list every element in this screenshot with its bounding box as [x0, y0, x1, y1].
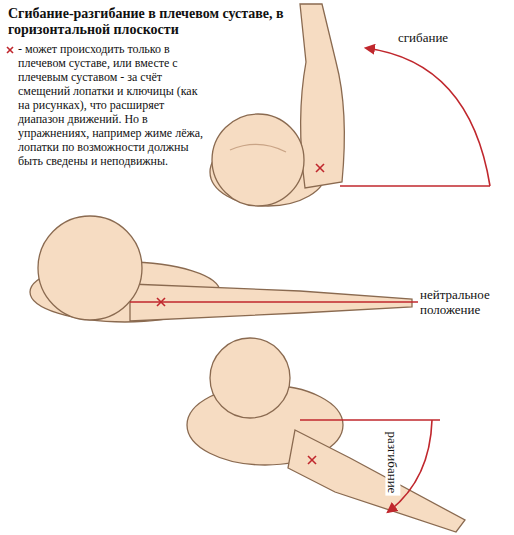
- motion-label: сгибание: [396, 30, 450, 45]
- figure-extension: [187, 338, 465, 532]
- motion-arrow: [366, 48, 490, 186]
- cross-mark: [7, 47, 13, 53]
- diagram-title: Сгибание-разгибание в плечевом суставе, …: [8, 6, 308, 38]
- motion-label: разгибание: [385, 430, 400, 496]
- cross-mark: [157, 298, 165, 306]
- cross-mark: [308, 456, 316, 464]
- cross-mark: [316, 164, 324, 172]
- figure-flexion: [210, 4, 344, 206]
- reference-line: [300, 419, 440, 421]
- position-label: нейтральное положение: [418, 287, 510, 317]
- note-text: - может происходить только в плечевом су…: [18, 42, 204, 168]
- figure-neutral: [30, 216, 412, 322]
- reference-line: [340, 185, 490, 187]
